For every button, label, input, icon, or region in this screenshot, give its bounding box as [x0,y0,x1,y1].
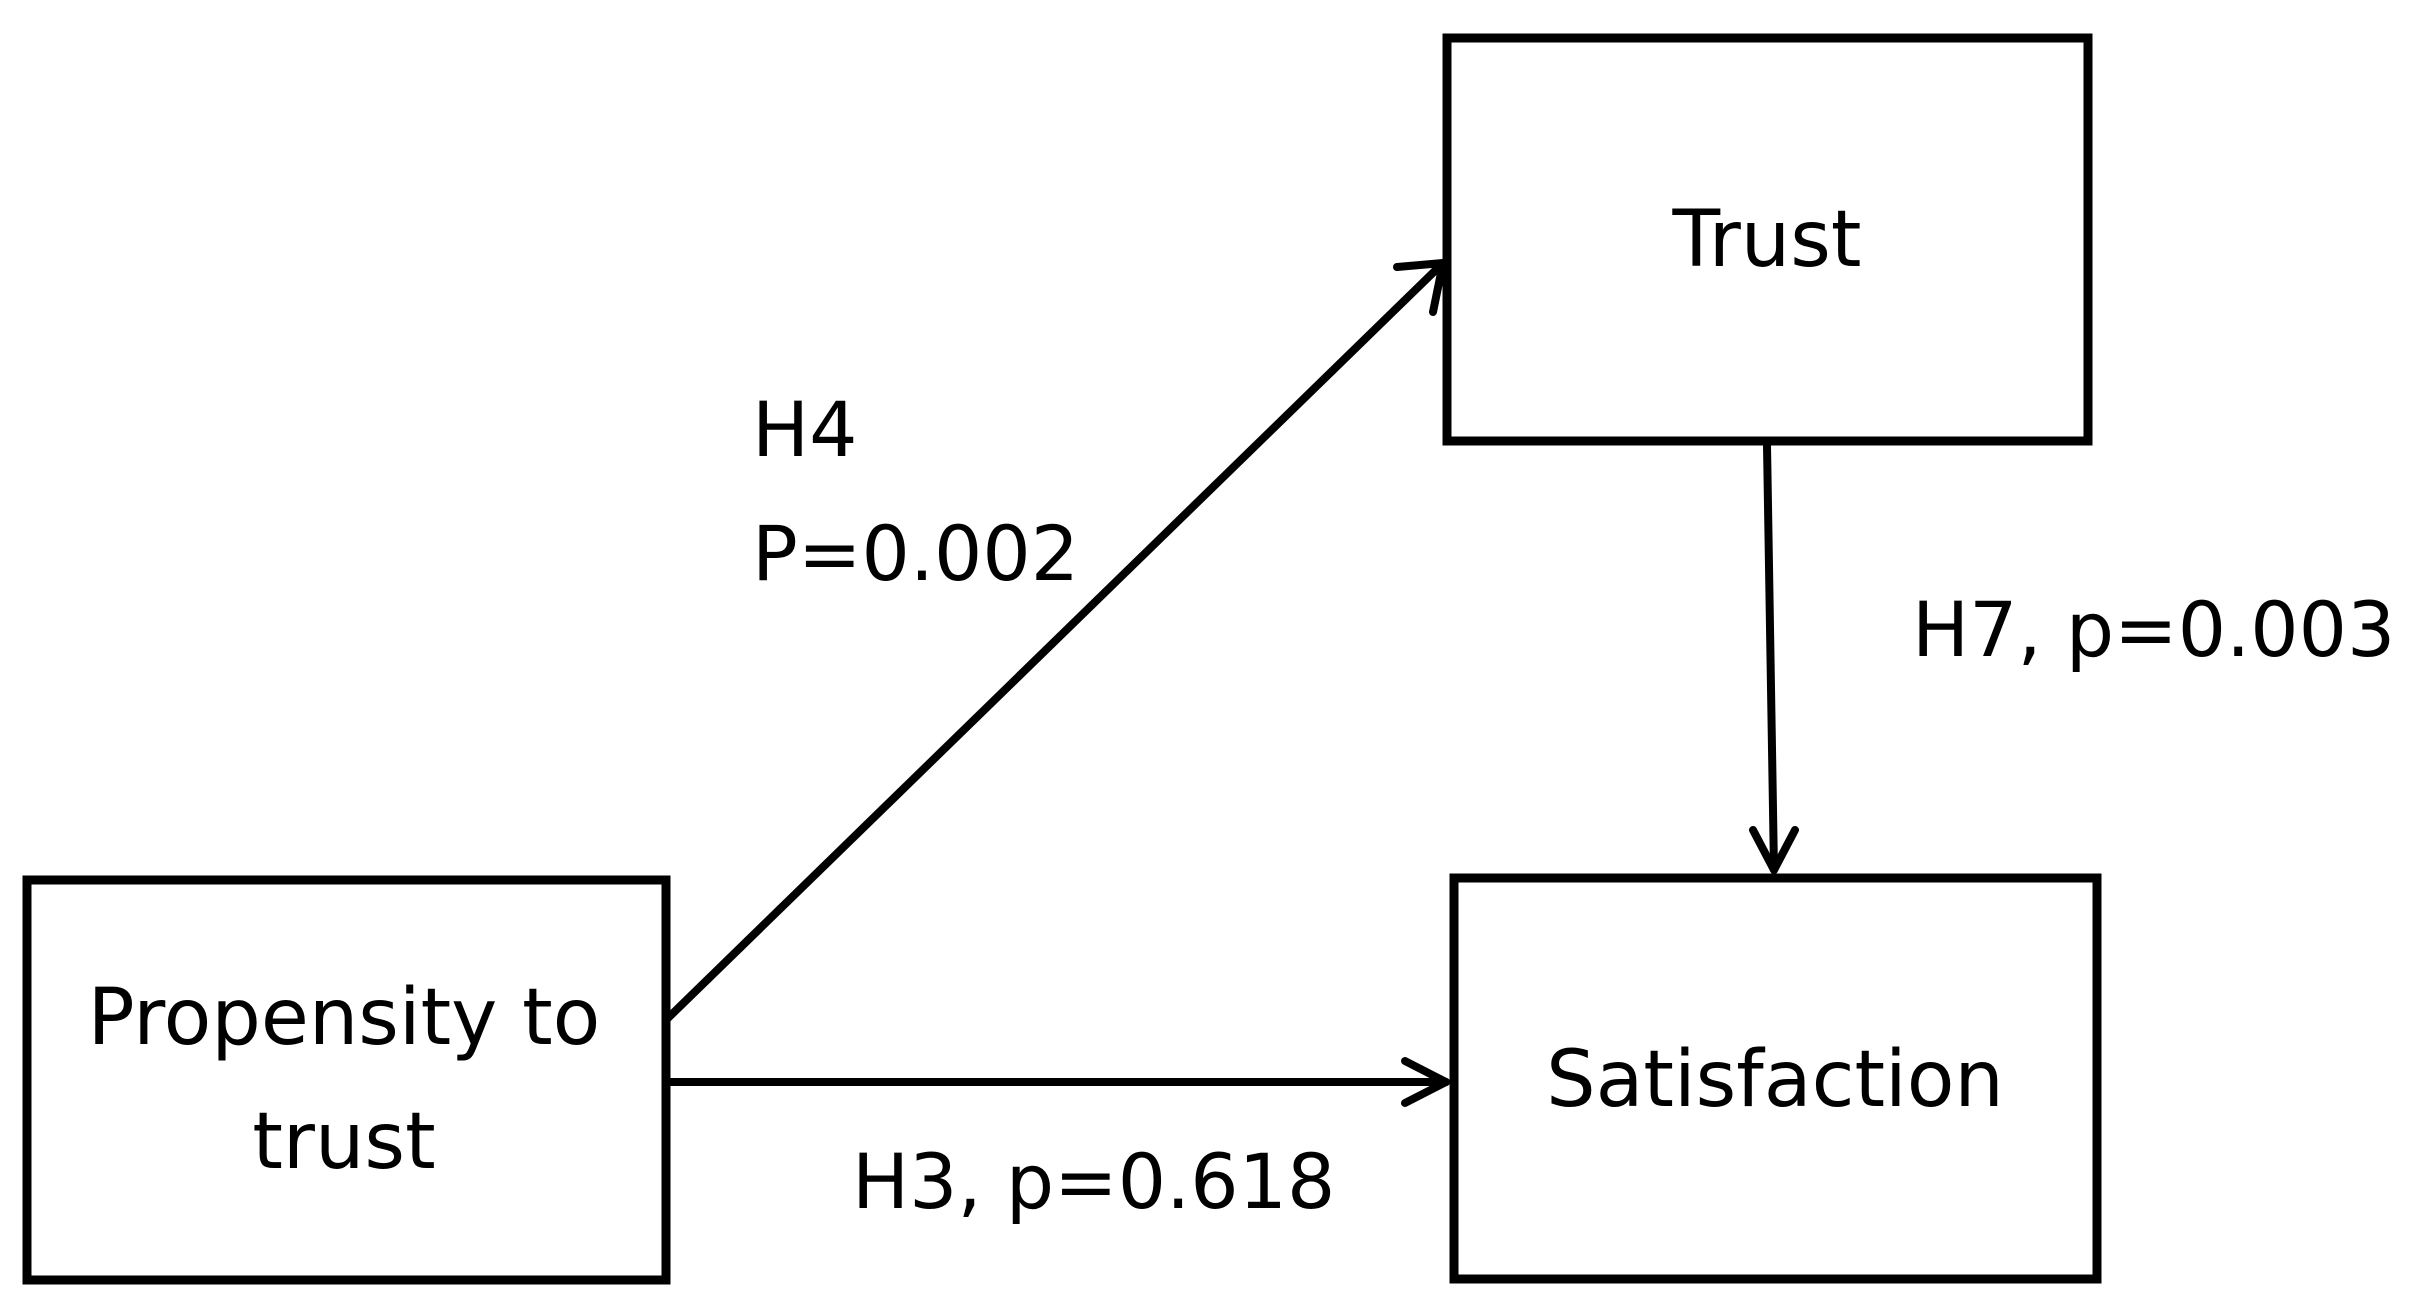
edge-h7 [1749,441,1799,874]
node-trust-label: Trust [1672,195,1862,285]
edge-h3-label: H3, p=0.618 [852,1137,1335,1226]
edge-h4-label-line2: P=0.002 [752,509,1079,598]
edge-h4-line [662,259,1447,1024]
edge-h4-label-line1: H4 [752,385,858,474]
edge-h3 [662,1057,1450,1107]
node-satisfaction-box [1449,873,2102,1284]
node-propensity-box [22,875,671,1285]
edge-h3-arrowhead [1401,1057,1450,1107]
edge-h7-arrowhead [1749,826,1799,874]
node-satisfaction: Satisfaction [1449,873,2102,1284]
edge-h7-line [1763,441,1778,874]
edge-h4-label: H4 P=0.002 [752,385,1079,598]
edge-h7-label: H7, p=0.003 [1912,585,2395,674]
node-propensity-label-line1: Propensity to [88,973,601,1063]
edge-h4 [662,259,1447,1024]
node-satisfaction-label: Satisfaction [1546,1035,2004,1125]
node-propensity-to-trust: Propensity to trust [22,875,671,1285]
node-trust: Trust [1442,33,2093,446]
node-trust-box [1442,33,2093,446]
node-propensity-label-line2: trust [252,1097,435,1187]
